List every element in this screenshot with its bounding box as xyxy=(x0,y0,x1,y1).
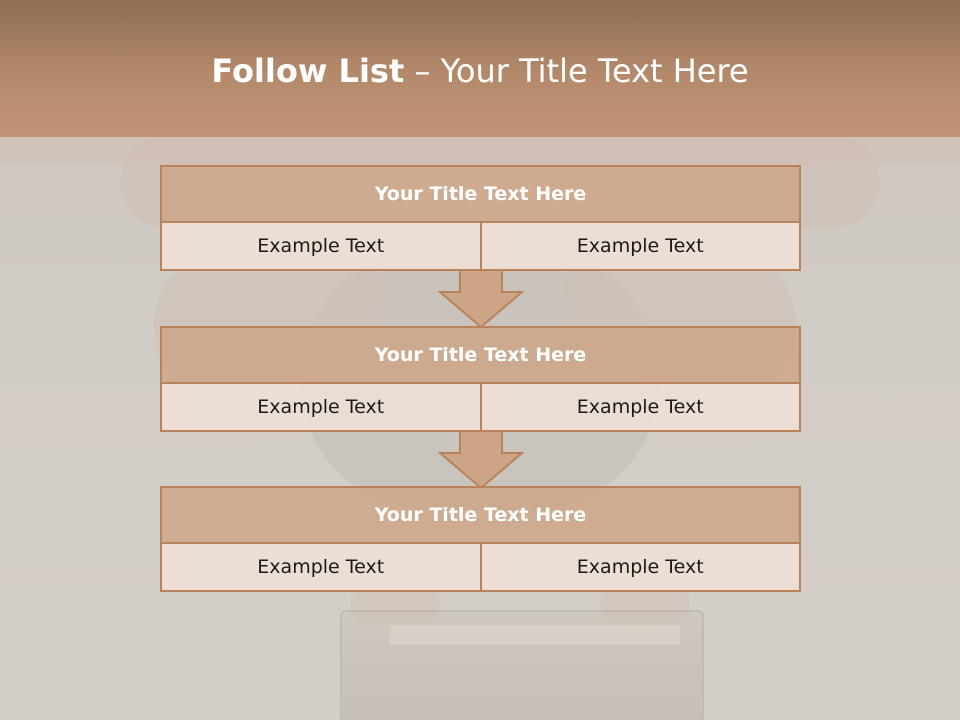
block-cell-right: Example Text xyxy=(479,542,801,592)
list-block-1: Your Title Text Here Example Text Exampl… xyxy=(160,165,801,271)
block-row: Example Text Example Text xyxy=(160,542,801,592)
list-block-2: Your Title Text Here Example Text Exampl… xyxy=(160,326,801,432)
block-cell-right: Example Text xyxy=(479,221,801,271)
slide-title: Follow List – Your Title Text Here xyxy=(0,52,960,90)
down-arrow-icon xyxy=(438,431,524,489)
header-strip xyxy=(0,137,960,165)
list-block-3: Your Title Text Here Example Text Exampl… xyxy=(160,486,801,592)
block-cell-left: Example Text xyxy=(160,382,482,432)
block-row: Example Text Example Text xyxy=(160,221,801,271)
slide-title-bold: Follow List xyxy=(211,52,405,90)
block-cell-right: Example Text xyxy=(479,382,801,432)
header-band xyxy=(0,0,960,137)
down-arrow-icon xyxy=(438,270,524,328)
block-title: Your Title Text Here xyxy=(160,326,801,384)
block-cell-left: Example Text xyxy=(160,542,482,592)
block-row: Example Text Example Text xyxy=(160,382,801,432)
block-title: Your Title Text Here xyxy=(160,165,801,223)
slide-title-rest: – Your Title Text Here xyxy=(404,52,749,90)
block-title: Your Title Text Here xyxy=(160,486,801,544)
block-cell-left: Example Text xyxy=(160,221,482,271)
